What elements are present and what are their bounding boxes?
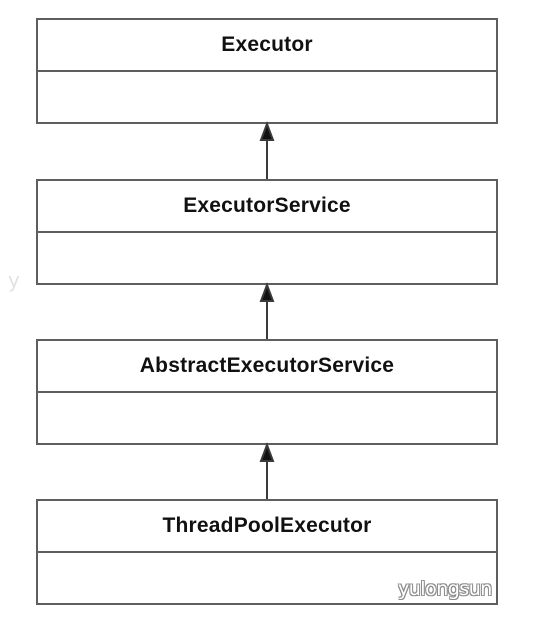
arrow-thread-pool-executor-to-abstract-executor-service	[259, 442, 275, 499]
class-members-section	[38, 72, 496, 122]
class-name: ExecutorService	[38, 181, 496, 233]
class-name: AbstractExecutorService	[38, 341, 496, 393]
class-box-abstract-executor-service: AbstractExecutorService	[36, 339, 498, 445]
arrow-abstract-executor-service-to-executor-service	[259, 282, 275, 339]
class-name: Executor	[38, 20, 496, 72]
watermark: yulongsun	[398, 578, 492, 600]
class-box-thread-pool-executor: ThreadPoolExecutor	[36, 499, 498, 605]
class-name: ThreadPoolExecutor	[38, 501, 496, 553]
class-box-executor: Executor	[36, 18, 498, 124]
arrow-executor-service-to-executor	[259, 121, 275, 179]
class-members-section	[38, 233, 496, 283]
class-members-section	[38, 393, 496, 443]
class-box-executor-service: ExecutorService	[36, 179, 498, 285]
faint-edge-mark: y	[8, 268, 20, 292]
